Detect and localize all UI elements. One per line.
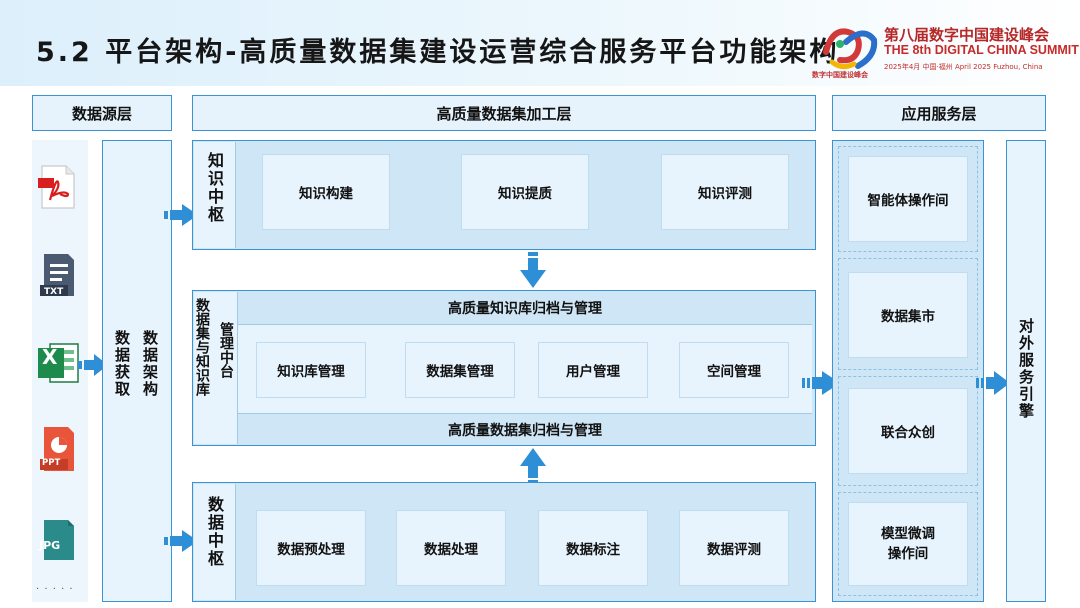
ppt-file-icon xyxy=(38,425,78,473)
platform-label-bg xyxy=(194,292,238,444)
txt-file-icon xyxy=(38,252,78,298)
dataset-management-box: 数据集管理 xyxy=(405,342,515,398)
data-processing-box: 数据处理 xyxy=(396,510,506,586)
excel-file-icon xyxy=(36,340,80,386)
user-management-box: 用户管理 xyxy=(538,342,648,398)
summit-name-en: THE 8th DIGITAL CHINA SUMMIT xyxy=(884,43,1079,57)
data-preprocess-box: 数据预处理 xyxy=(256,510,366,586)
knowledge-evaluation-box: 知识评测 xyxy=(661,154,789,230)
processing-layer-header: 高质量数据集加工层 xyxy=(192,95,816,131)
knowledge-build-box: 知识构建 xyxy=(262,154,390,230)
excel-file-label: X xyxy=(42,345,58,369)
app-layer-header: 应用服务层 xyxy=(832,95,1046,131)
space-management-box: 空间管理 xyxy=(679,342,789,398)
data-market-box: 数据集市 xyxy=(848,272,968,358)
knowledge-hub-label: 知识中枢 xyxy=(205,152,224,224)
data-acquisition-column xyxy=(102,140,172,602)
data-evaluation-box: 数据评测 xyxy=(679,510,789,586)
summit-date: 2025年4月 中国·福州 April 2025 Fuzhou, China xyxy=(884,63,1043,71)
logo-caption: 数字中国建设峰会 xyxy=(812,71,868,79)
source-layer-header: 数据源层 xyxy=(32,95,172,131)
page-title: 5.2 平台架构-高质量数据集建设运营综合服务平台功能架构 xyxy=(36,37,840,68)
pdf-file-icon xyxy=(38,164,78,210)
data-acquire-label: 数据获取 xyxy=(113,330,131,398)
data-hub-label: 数据中枢 xyxy=(205,496,224,568)
data-architecture-label: 数据架构 xyxy=(141,330,159,398)
app-slot-3 xyxy=(838,376,978,486)
app-slot-1 xyxy=(838,146,978,252)
to-data-hub-arrow-icon xyxy=(164,530,198,552)
jpg-file-label: JPG xyxy=(39,539,61,552)
more-sources: · · · · · xyxy=(36,584,74,595)
knowledge-archive-band: 高质量知识库归档与管理 xyxy=(448,301,602,317)
data-annotation-box: 数据标注 xyxy=(538,510,648,586)
external-service-engine-label: 对外服务引擎 xyxy=(1017,318,1035,420)
knowledge-base-management-box: 知识库管理 xyxy=(256,342,366,398)
app-slot-4 xyxy=(838,492,978,596)
source-arrow-icon xyxy=(78,354,108,376)
management-platform-label: 管理中台 xyxy=(218,322,234,378)
header-band xyxy=(0,0,1080,86)
joint-innovation-box: 联合众创 xyxy=(848,388,968,474)
agent-workspace-box: 智能体操作间 xyxy=(848,156,968,242)
summit-logo-icon xyxy=(818,22,878,80)
model-finetune-box: 模型微调 操作间 xyxy=(848,502,968,586)
to-knowledge-hub-arrow-icon xyxy=(164,204,198,226)
to-app-layer-arrow-icon xyxy=(802,371,840,395)
dataset-archive-band: 高质量数据集归档与管理 xyxy=(448,423,602,439)
to-engine-arrow-icon xyxy=(976,371,1010,395)
txt-file-label: TXT xyxy=(44,287,64,297)
data-hub-label-bg xyxy=(194,484,236,600)
ppt-file-label: PPT xyxy=(42,458,61,468)
jpg-file-icon xyxy=(38,518,78,562)
up-arrow-icon xyxy=(518,446,548,484)
external-service-engine-column xyxy=(1006,140,1046,602)
knowledge-quality-box: 知识提质 xyxy=(461,154,589,230)
dataset-knowledge-label: 数据集与知识库 xyxy=(194,298,210,396)
down-arrow-icon xyxy=(518,252,548,290)
summit-name-cn: 第八届数字中国建设峰会 xyxy=(884,26,1050,44)
knowledge-hub-label-bg xyxy=(194,142,236,248)
app-slot-2 xyxy=(838,258,978,370)
